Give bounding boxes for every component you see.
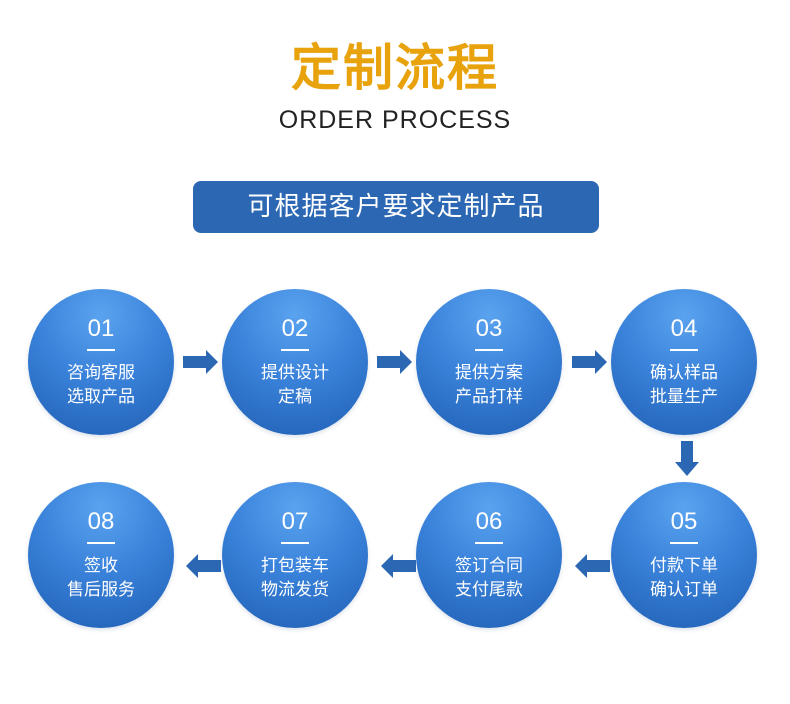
step-divider [670,542,698,544]
step-08-circle: 08 签收 售后服务 [28,482,174,628]
arrow-down-icon [675,441,699,476]
step-label-line1: 提供设计 [261,363,329,383]
step-divider [87,349,115,351]
step-number: 05 [670,508,698,535]
step-divider [475,542,503,544]
step-label-line2: 售后服务 [67,580,135,600]
step-03-circle: 03 提供方案 产品打样 [416,289,562,435]
step-label-line1: 签收 [84,556,118,576]
step-number: 03 [475,315,503,342]
step-number: 08 [87,508,115,535]
step-05-circle: 05 付款下单 确认订单 [611,482,757,628]
page-subtitle: ORDER PROCESS [278,106,512,134]
step-number: 02 [281,315,309,342]
step-label-line1: 咨询客服 [67,363,135,383]
step-label-line1: 签订合同 [455,556,523,576]
step-divider [281,349,309,351]
arrow-left-icon [575,554,610,578]
step-number: 04 [670,315,698,342]
step-06-circle: 06 签订合同 支付尾款 [416,482,562,628]
step-label-line2: 定稿 [278,387,312,407]
step-label-line1: 付款下单 [650,556,718,576]
step-label-line2: 支付尾款 [455,580,523,600]
step-01-circle: 01 咨询客服 选取产品 [28,289,174,435]
page-title: 定制流程 [291,39,499,97]
step-07-circle: 07 打包装车 物流发货 [222,482,368,628]
step-divider [87,542,115,544]
step-number: 01 [87,315,115,342]
step-label-line1: 打包装车 [261,556,329,576]
step-divider [670,349,698,351]
customization-banner: 可根据客户要求定制产品 [193,181,599,233]
arrow-right-icon [572,350,607,374]
arrow-left-icon [186,554,221,578]
step-divider [475,349,503,351]
arrow-right-icon [183,350,218,374]
step-number: 07 [281,508,309,535]
step-label-line2: 产品打样 [455,387,523,407]
arrow-right-icon [377,350,412,374]
step-04-circle: 04 确认样品 批量生产 [611,289,757,435]
step-02-circle: 02 提供设计 定稿 [222,289,368,435]
step-label-line1: 提供方案 [455,363,523,383]
step-label-line2: 确认订单 [650,580,718,600]
arrow-left-icon [381,554,416,578]
step-label-line2: 物流发货 [261,580,329,600]
step-label-line1: 确认样品 [650,363,718,383]
step-number: 06 [475,508,503,535]
step-label-line2: 批量生产 [650,387,718,407]
step-label-line2: 选取产品 [67,387,135,407]
step-divider [281,542,309,544]
